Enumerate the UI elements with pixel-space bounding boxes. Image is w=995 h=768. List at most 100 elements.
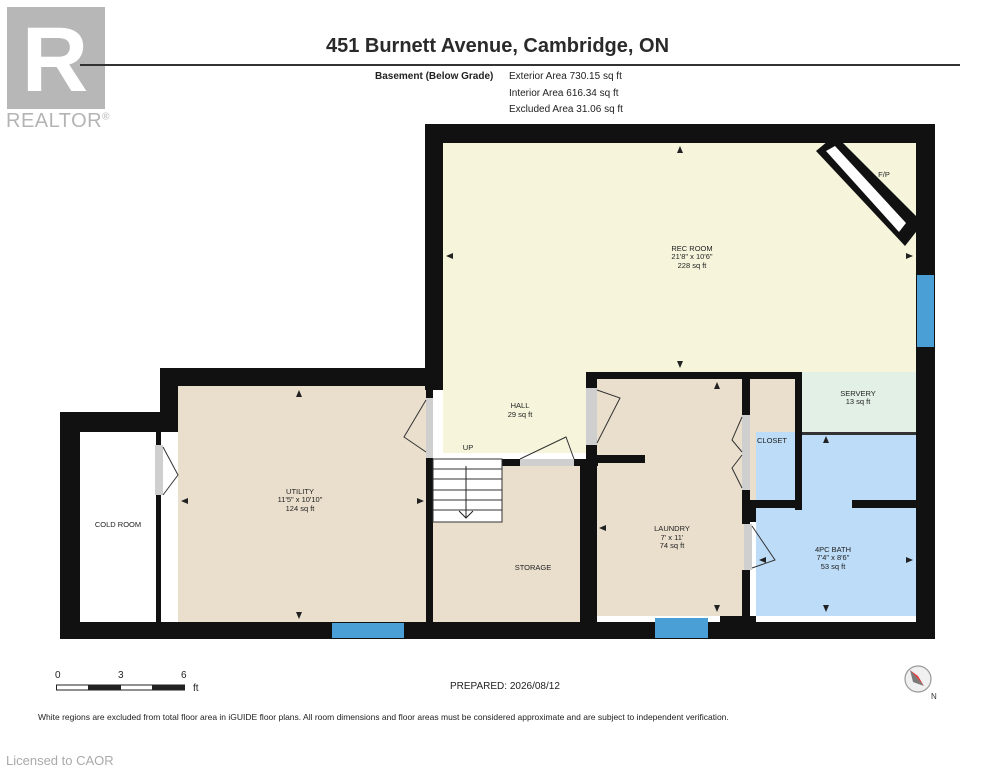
wall-segment [160, 368, 443, 386]
bath-door-opening [744, 524, 752, 570]
scale-label-max: 6 [181, 670, 187, 681]
disclaimer: White regions are excluded from total fl… [38, 712, 729, 722]
realtor-logo-letter: R [22, 9, 88, 109]
cold-room-door-swing [162, 446, 179, 496]
wall-segment [60, 412, 178, 432]
wall-segment [720, 616, 756, 624]
laundry-name: LAUNDRY [654, 524, 690, 533]
bath-name: 4PC BATH [815, 545, 851, 554]
servery-area: 13 sq ft [846, 397, 872, 406]
dimension-arrow [823, 436, 829, 443]
servery-fill [800, 372, 916, 432]
storage-name: STORAGE [515, 563, 552, 572]
wall-segment [502, 459, 520, 466]
wall-segment [60, 622, 935, 639]
dimension-markers [181, 146, 913, 619]
wall-segment [60, 412, 80, 639]
scale-unit: ft [193, 683, 199, 694]
wall-segment [156, 432, 161, 622]
rec-room-name: REC ROOM [671, 244, 712, 253]
rec-room-window [917, 275, 934, 347]
scale-segment [152, 684, 185, 691]
realtor-wordmark-text: REALTOR [6, 110, 103, 132]
dimension-arrow [906, 557, 913, 563]
doors [155, 388, 776, 570]
bath-dims: 7'4" x 8'6" [817, 553, 850, 562]
rec-room-area: 228 sq ft [678, 261, 708, 270]
scale-segment [88, 684, 121, 691]
laundry-dims: 7' x 11' [661, 533, 684, 542]
scale-segment [120, 684, 153, 691]
laundry-door-opening [586, 388, 597, 445]
plan-title: 451 Burnett Avenue, Cambridge, ON [325, 35, 670, 57]
bath-fill [756, 432, 916, 616]
title-divider [80, 64, 960, 66]
scale-segment [56, 684, 89, 691]
closet-door-swing [731, 416, 743, 489]
dimension-arrow [446, 253, 453, 259]
wall-segment [750, 500, 802, 508]
compass-north-label: N [931, 692, 937, 701]
scale-label-mid: 3 [118, 670, 124, 681]
wall-segment [426, 386, 433, 622]
compass-needle-tail [910, 670, 924, 686]
stairs-label: UP [463, 443, 473, 452]
servery-name: SERVERY [840, 389, 876, 398]
laundry-door-swing [596, 389, 621, 444]
wall-segment [586, 372, 597, 388]
wall-segment [750, 500, 756, 522]
dimension-arrow [296, 612, 302, 619]
realtor-logo: R [7, 7, 105, 109]
interior-area: Interior Area 616.34 sq ft [509, 88, 619, 99]
dimension-arrow [181, 498, 188, 504]
fireplace-hearth [826, 146, 906, 232]
wall-segment [586, 372, 800, 379]
dimension-arrow [296, 390, 302, 397]
hall-area: 29 sq ft [508, 410, 534, 419]
dimension-arrow [906, 253, 913, 259]
scale-label-zero: 0 [55, 670, 61, 681]
utility-door-swing [403, 399, 427, 453]
stairs [432, 458, 503, 523]
utility-fill [178, 386, 426, 622]
bath-door-swing [751, 525, 776, 569]
wall-segment [742, 570, 750, 622]
wall-segment [795, 372, 802, 510]
dimension-arrow [714, 605, 720, 612]
wall-segment [597, 455, 645, 463]
laundry-fill [597, 379, 747, 616]
dimension-arrow [599, 525, 606, 531]
cold-room-name: COLD ROOM [95, 520, 141, 529]
rec-room-dims: 21'8" x 10'6" [671, 252, 712, 261]
exterior-area: Exterior Area 730.15 sq ft [509, 71, 622, 82]
wall-segment [425, 124, 443, 390]
fireplace-label: F/P [878, 170, 890, 179]
license-text: Licensed to CAOR [6, 753, 114, 768]
dimension-arrow [417, 498, 424, 504]
dimension-arrow [677, 361, 683, 368]
dimension-arrow [677, 146, 683, 153]
wall-segment [802, 432, 916, 435]
utility-window [332, 623, 404, 638]
laundry-area: 74 sq ft [660, 541, 686, 550]
walls [60, 124, 935, 639]
compass-icon: N [904, 665, 937, 701]
rec-room-fill [443, 143, 916, 453]
realtor-wordmark: REALTOR® [6, 110, 110, 133]
utility-door-opening [426, 398, 433, 458]
wall-segment [742, 379, 750, 415]
bath-area: 53 sq ft [821, 562, 847, 571]
utility-name: UTILITY [286, 487, 314, 496]
storage-door-opening [520, 459, 574, 466]
utility-dims: 11'5" x 10'10" [278, 495, 323, 504]
hall-name: HALL [511, 401, 530, 410]
dimension-arrow [714, 382, 720, 389]
excluded-area: Excluded Area 31.06 sq ft [509, 104, 623, 115]
wall-segment [742, 490, 750, 524]
registered-mark: ® [102, 111, 110, 123]
cold-room-door-opening [155, 445, 163, 495]
prepared-date: PREPARED: 2026/08/12 [450, 681, 560, 692]
cold-room-fill [80, 432, 156, 622]
